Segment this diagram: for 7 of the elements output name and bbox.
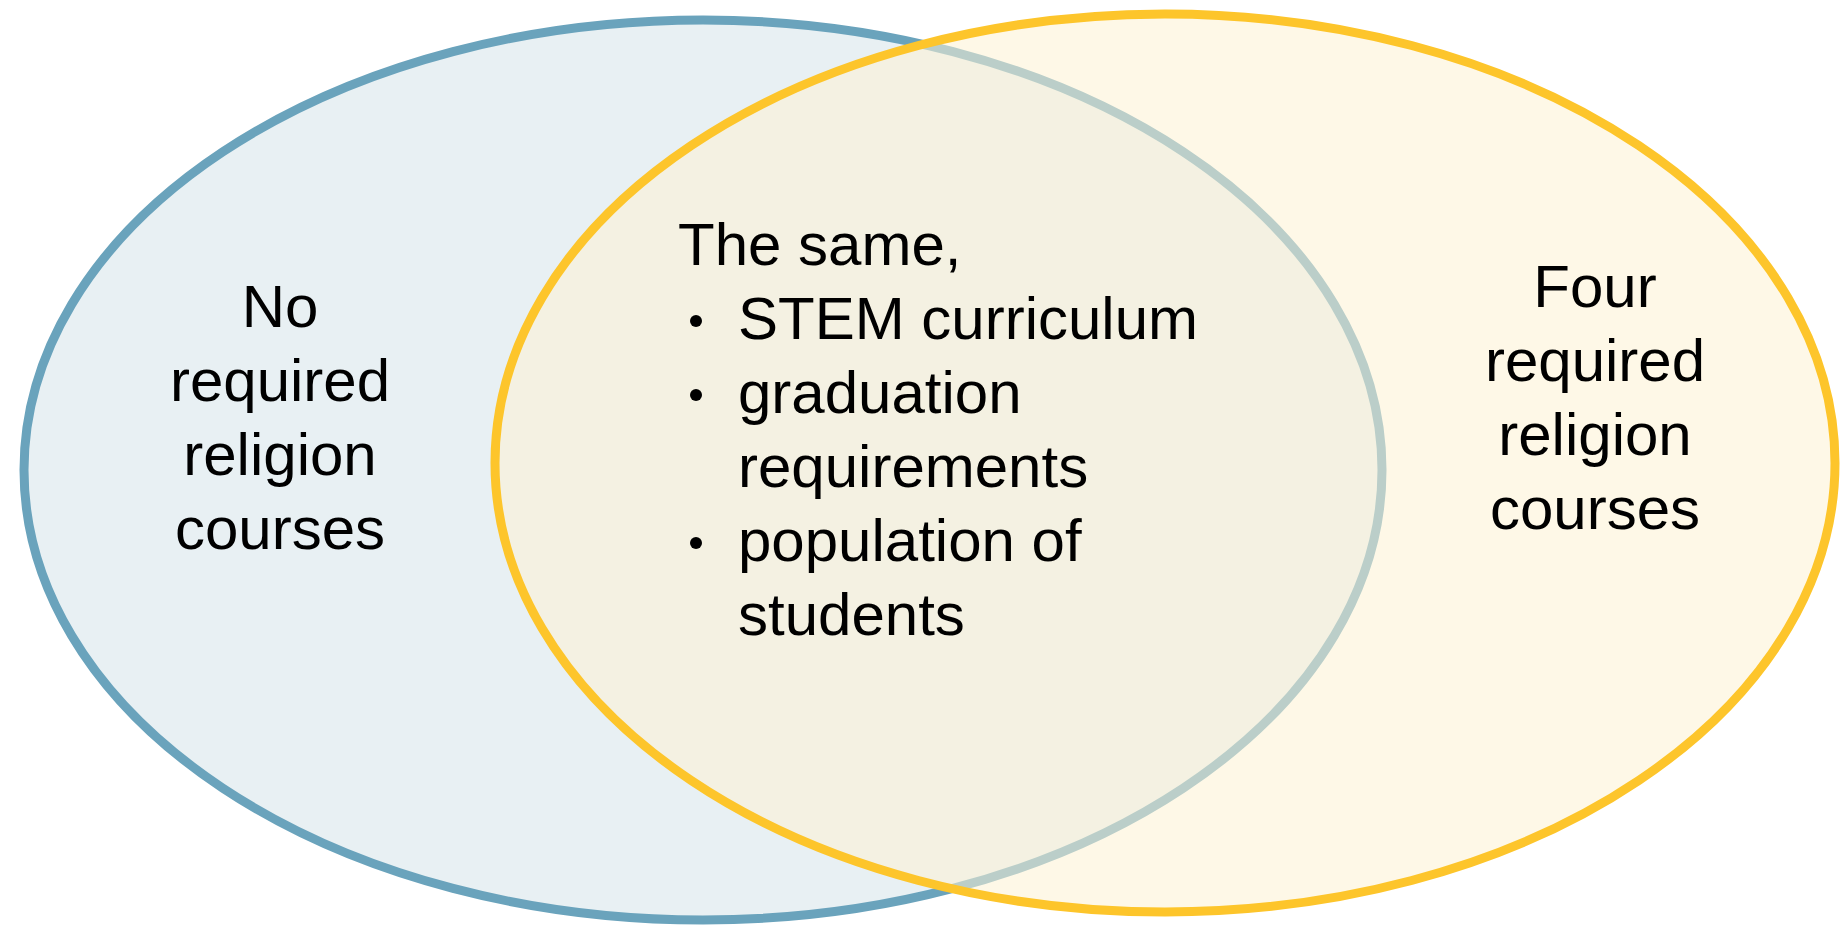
set-label: Four required religion courses: [1483, 252, 1707, 544]
list-item: population of students: [738, 506, 1083, 650]
venn-ellipse: [19, 15, 1387, 925]
venn-ellipse: [490, 9, 1840, 917]
set-label: No required religion courses: [168, 272, 392, 564]
list-item: STEM curriculum: [738, 284, 1200, 354]
overlap-heading: The same,: [678, 210, 962, 280]
